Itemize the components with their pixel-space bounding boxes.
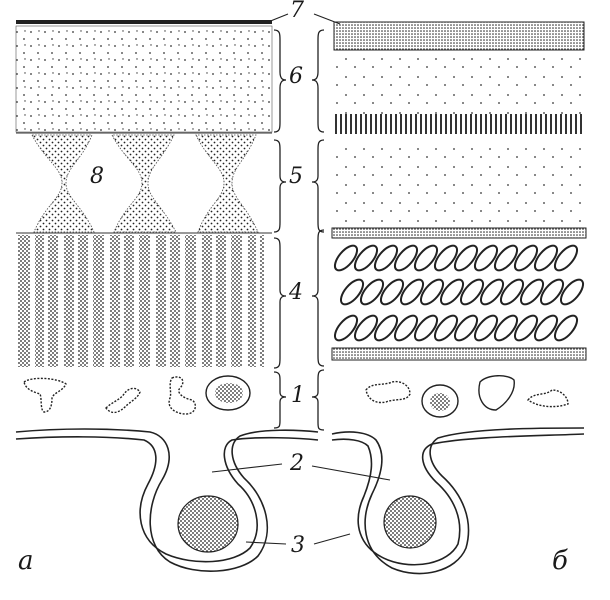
fibril-loop — [513, 244, 539, 272]
fibril-loop — [339, 278, 365, 306]
right-layer-1 — [365, 375, 569, 418]
leader-3-left — [245, 541, 287, 545]
left-layer-5 — [16, 132, 272, 234]
hourglass-3 — [195, 134, 259, 233]
fibril-loop — [379, 278, 405, 306]
leader-7-right — [313, 13, 341, 25]
fibril-loop — [499, 278, 525, 306]
label-1: 1 — [291, 383, 305, 408]
fibril-loop — [533, 244, 559, 272]
right-layer-6-striations — [334, 114, 584, 134]
fibril-loop — [413, 314, 439, 342]
fibril-loop — [473, 244, 499, 272]
label-5: 5 — [289, 164, 303, 189]
fibril-loop — [373, 244, 399, 272]
fibril-loop — [473, 314, 499, 342]
panel-label-a: а — [18, 546, 34, 576]
fibril-loop — [453, 244, 479, 272]
label-6: 6 — [289, 64, 303, 89]
fibril-loop — [533, 314, 559, 342]
fibril-loop — [419, 278, 445, 306]
fibril-loop — [333, 314, 359, 342]
right-layer-6 — [334, 52, 584, 114]
left-inclusion-t-shape — [23, 377, 67, 413]
label-4: 4 — [289, 280, 303, 305]
fibril-loop — [373, 314, 399, 342]
right-layer-4 — [331, 227, 587, 361]
leader-7-left — [267, 13, 289, 23]
epithelium — [15, 427, 585, 575]
left-layer-4 — [18, 235, 264, 367]
left-nucleus — [177, 495, 239, 553]
label-7: 7 — [290, 0, 304, 23]
left-braces — [273, 29, 287, 429]
leader-lines — [211, 13, 391, 545]
fibril-loop — [519, 278, 545, 306]
right-inclusion-blob-1 — [365, 380, 411, 404]
fibril-loop — [493, 314, 519, 342]
right-braces — [311, 29, 325, 431]
fibril-loop — [399, 278, 425, 306]
left-crypt-inner — [15, 436, 319, 563]
leader-2-left — [211, 463, 283, 473]
fibril-loop — [353, 244, 379, 272]
fibril-loop — [479, 278, 505, 306]
fibril-loop — [393, 244, 419, 272]
leader-3-right — [313, 533, 351, 545]
right-nucleus — [383, 495, 437, 549]
label-3: 3 — [291, 533, 305, 558]
left-layer-1 — [23, 375, 251, 415]
fibril-loop — [359, 278, 385, 306]
fibril-loop — [459, 278, 485, 306]
left-crypt-outer — [15, 428, 319, 572]
fibril-loop — [413, 244, 439, 272]
fibril-loop — [513, 314, 539, 342]
left-layer-6 — [15, 25, 273, 133]
label-8: 8 — [90, 164, 104, 189]
fibril-loop — [439, 278, 465, 306]
fibril-loop — [553, 314, 579, 342]
fibril-loop — [553, 244, 579, 272]
fibril-loop — [433, 314, 459, 342]
right-layer-5 — [334, 140, 584, 226]
right-inclusion-blob-3 — [526, 389, 569, 408]
label-2: 2 — [290, 451, 304, 476]
panel-b — [331, 21, 587, 418]
panel-a — [15, 20, 273, 415]
right-inclusion-oval-core — [430, 393, 450, 411]
fibril-loop — [353, 314, 379, 342]
panel-label-b: б — [552, 546, 568, 576]
right-crypt-outer — [331, 427, 585, 575]
fibril-loop — [393, 314, 419, 342]
fibril-loop — [453, 314, 479, 342]
hourglass-1 — [31, 134, 95, 233]
left-membrane-7 — [16, 20, 272, 24]
fibril-loop — [433, 244, 459, 272]
left-inclusion-s-shape — [168, 376, 197, 415]
right-inclusion-blob-2 — [478, 375, 515, 411]
right-crypt-inner — [331, 433, 585, 566]
hourglass-2 — [111, 134, 177, 233]
leader-2-right — [311, 465, 391, 481]
left-inclusion-worm — [105, 387, 141, 414]
right-membrane-7 — [333, 21, 585, 51]
left-inclusion-oval-core — [215, 383, 243, 403]
fibril-loop — [559, 278, 585, 306]
fibril-loop — [333, 244, 359, 272]
fibril-loop — [539, 278, 565, 306]
fibril-loop — [493, 244, 519, 272]
